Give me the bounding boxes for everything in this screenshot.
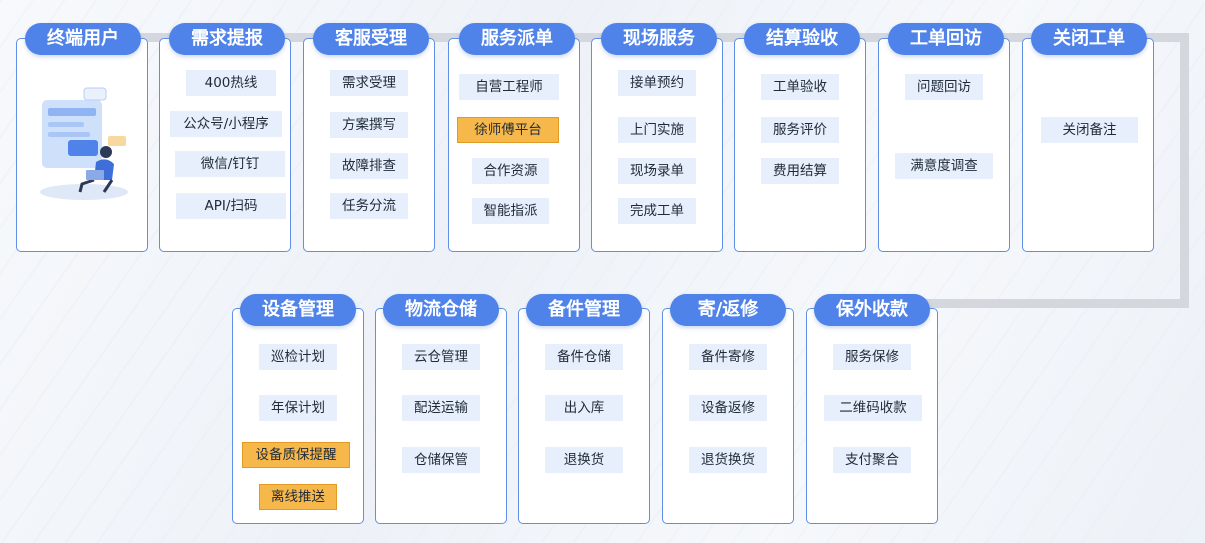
stage-item: 上门实施 (618, 117, 696, 143)
stage-item: 年保计划 (259, 395, 337, 421)
stage-title: 保外收款 (814, 294, 930, 326)
stage-title: 寄/返修 (670, 294, 786, 326)
stage-item: 云仓管理 (402, 344, 480, 370)
stage-item: 备件寄修 (689, 344, 767, 370)
stage-item: 配送运输 (402, 395, 480, 421)
stage-item: 接单预约 (618, 70, 696, 96)
stage-item: 二维码收款 (824, 395, 922, 421)
stage-item: 巡检计划 (259, 344, 337, 370)
stage-item-highlighted: 设备质保提醒 (242, 442, 350, 468)
stage-title: 关闭工单 (1031, 23, 1147, 55)
stage-item: 退换货 (545, 447, 623, 473)
stage-item: API/扫码 (176, 193, 286, 219)
stage-item: 合作资源 (472, 158, 549, 184)
user-with-laptop-illustration (40, 87, 128, 200)
stage-item: 工单验收 (761, 74, 839, 100)
stage-item: 满意度调查 (895, 153, 993, 179)
stage-item: 设备返修 (689, 395, 767, 421)
stage-title: 结算验收 (744, 23, 860, 55)
stage-item: 服务评价 (761, 117, 839, 143)
stage-card-follow-up (878, 38, 1010, 252)
stage-title: 设备管理 (240, 294, 356, 326)
stage-item: 服务保修 (833, 344, 911, 370)
stage-item: 备件仓储 (545, 344, 623, 370)
stage-item-highlighted: 离线推送 (259, 484, 337, 510)
stage-item: 需求受理 (330, 70, 408, 96)
stage-title: 终端用户 (25, 23, 141, 55)
stage-title: 服务派单 (459, 23, 575, 55)
stage-item: 400热线 (186, 70, 276, 96)
stage-item: 完成工单 (618, 198, 696, 224)
stage-title: 现场服务 (601, 23, 717, 55)
stage-item: 问题回访 (905, 74, 983, 100)
stage-item: 任务分流 (330, 193, 408, 219)
stage-item: 智能指派 (472, 198, 549, 224)
stage-card-settlement (734, 38, 866, 252)
connector-right (1180, 33, 1189, 308)
stage-item: 退货换货 (689, 447, 767, 473)
stage-title: 备件管理 (526, 294, 642, 326)
stage-item: 仓储保管 (402, 447, 480, 473)
stage-item: 微信/钉钉 (175, 151, 285, 177)
stage-item: 支付聚合 (833, 447, 911, 473)
stage-item: 故障排查 (330, 153, 408, 179)
stage-title: 需求提报 (169, 23, 285, 55)
connector-bottom (900, 299, 1189, 308)
stage-item: 自营工程师 (459, 74, 559, 100)
stage-item: 公众号/小程序 (170, 111, 282, 137)
stage-title: 客服受理 (313, 23, 429, 55)
stage-title: 工单回访 (888, 23, 1004, 55)
stage-item: 方案撰写 (330, 112, 408, 138)
stage-item: 关闭备注 (1041, 117, 1138, 143)
stage-item: 现场录单 (618, 158, 696, 184)
stage-title: 物流仓储 (383, 294, 499, 326)
stage-item-highlighted: 徐师傅平台 (457, 117, 559, 143)
stage-item: 出入库 (545, 395, 623, 421)
stage-item: 费用结算 (761, 158, 839, 184)
stage-card-close-order (1022, 38, 1154, 252)
